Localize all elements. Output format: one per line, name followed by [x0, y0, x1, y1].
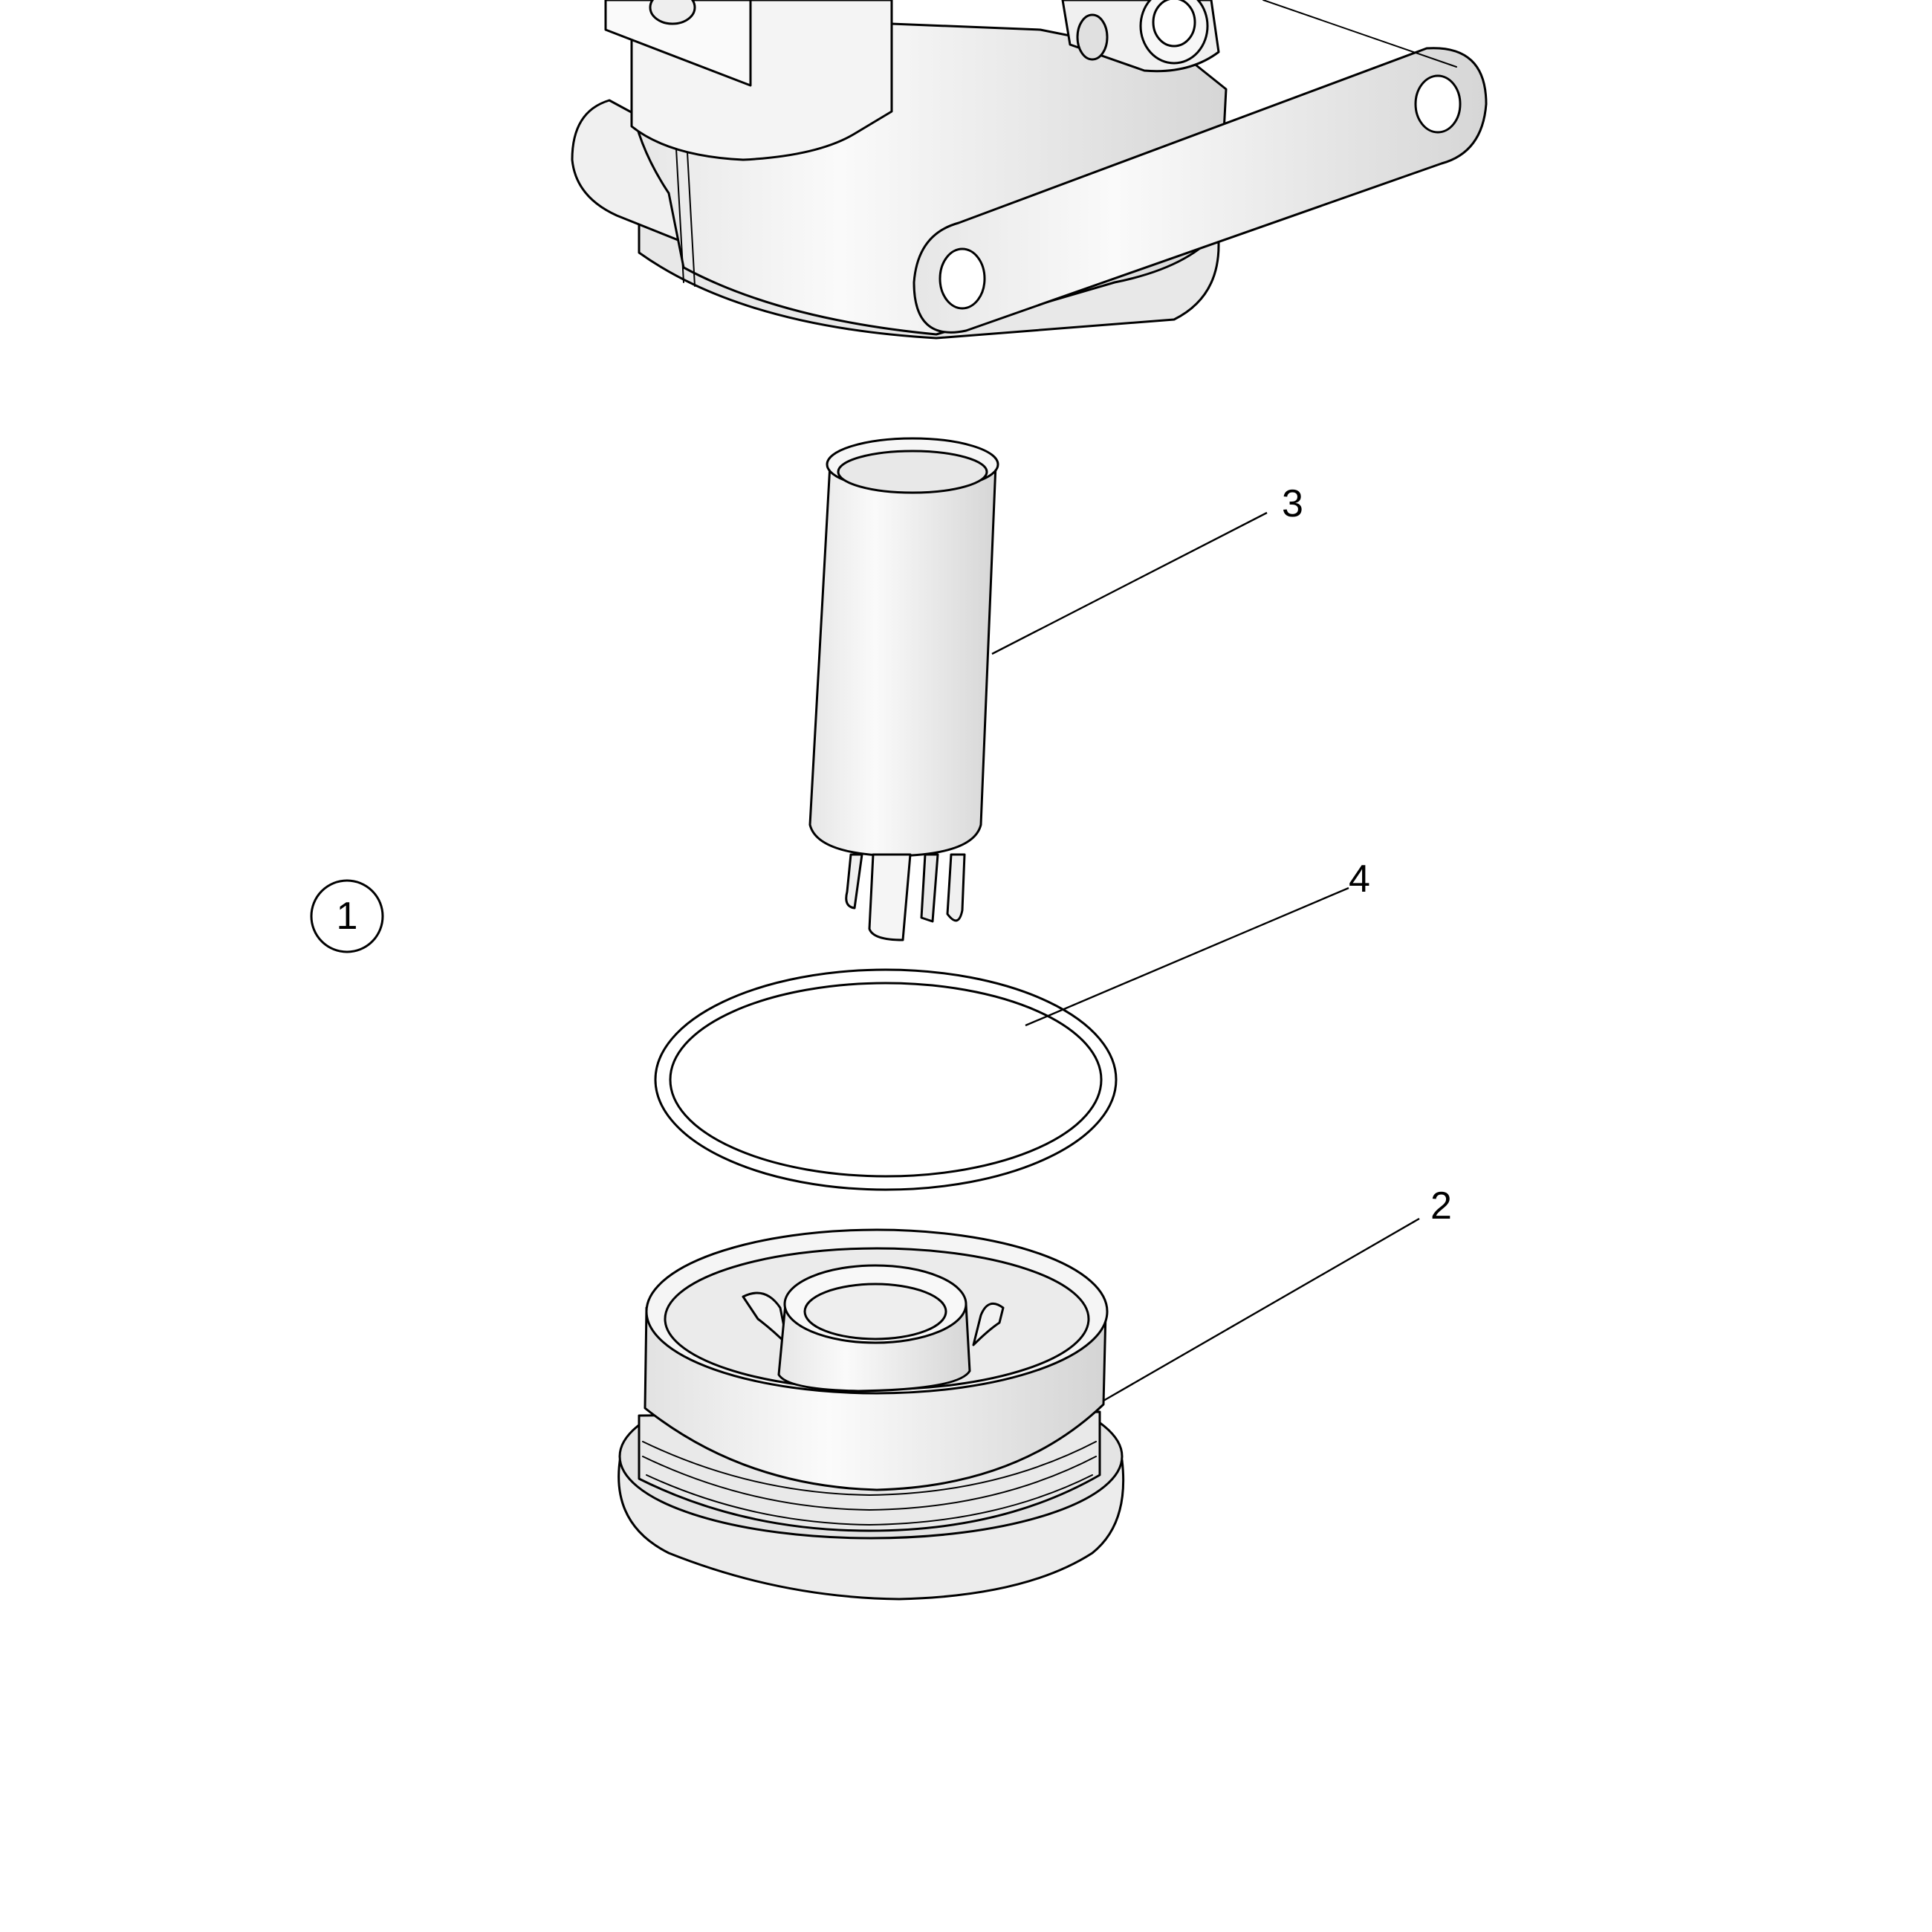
leader-lines	[991, 511, 1420, 1402]
housing-top-block	[604, 0, 752, 87]
filter-element-tube	[808, 437, 999, 941]
assembly-callout-circle	[310, 879, 384, 953]
filter-bowl-base	[617, 1228, 1125, 1601]
arm-hole-front	[939, 247, 986, 310]
tube-top-bore	[837, 450, 988, 494]
screw-icon	[649, 0, 696, 25]
callout-2: 2	[1430, 1184, 1452, 1228]
assembly-callout: 1	[310, 879, 384, 953]
tube-body	[808, 463, 997, 858]
leader-line-3	[991, 511, 1268, 655]
callout-labels: 3 4 2	[1282, 482, 1452, 1228]
tube-clip-legs	[845, 853, 966, 941]
bowl-clip-right	[972, 1302, 1005, 1346]
leader-line-4	[1025, 886, 1349, 1027]
leader-line-2	[1103, 1217, 1420, 1402]
port-fitting	[1061, 0, 1220, 73]
callout-3: 3	[1282, 482, 1303, 525]
assembly-callout-number: 1	[337, 895, 358, 938]
callout-4: 4	[1349, 858, 1370, 901]
filter-head-housing	[571, 0, 1488, 340]
arm-hole-rear	[1414, 74, 1462, 134]
o-ring-seal	[654, 968, 1118, 1191]
mounting-arm	[912, 0, 1488, 334]
